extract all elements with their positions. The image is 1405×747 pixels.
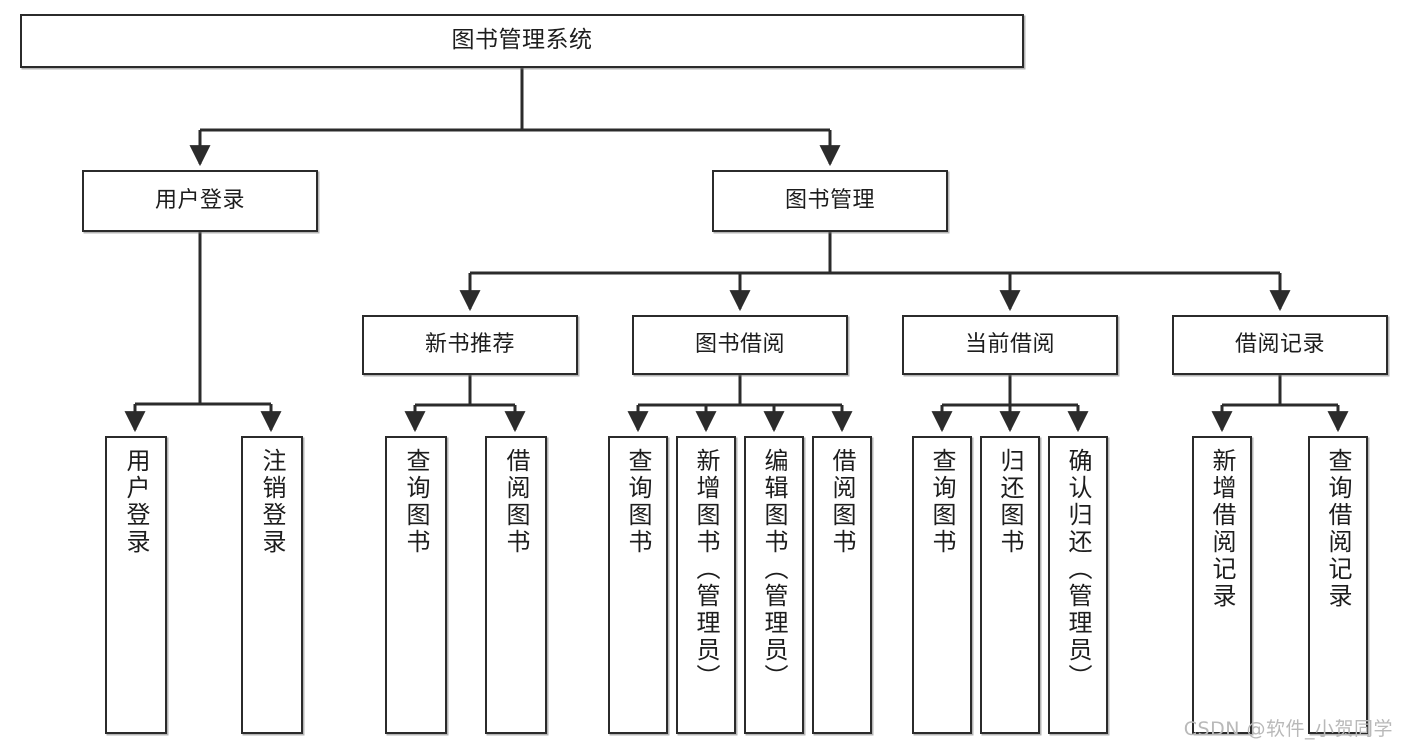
- leaf-borrow-book-1[interactable]: 借阅图书: [485, 436, 547, 734]
- leaf-logout-label: 注销登录: [258, 448, 286, 556]
- node-book-borrow[interactable]: 图书借阅: [632, 315, 848, 375]
- node-book-borrow-label: 图书借阅: [694, 332, 785, 358]
- leaf-confirm-return[interactable]: 确认归还（管理员）: [1048, 436, 1108, 734]
- leaf-add-record-label: 新增借阅记录: [1208, 448, 1236, 610]
- leaf-edit-book[interactable]: 编辑图书（管理员）: [744, 436, 804, 734]
- leaf-edit-book-label: 编辑图书（管理员）: [760, 448, 788, 691]
- leaf-borrow-book-2-label: 借阅图书: [828, 448, 856, 556]
- leaf-user-login[interactable]: 用户登录: [105, 436, 167, 734]
- node-new-book-recommend-label: 新书推荐: [424, 332, 515, 358]
- leaf-query-book-3[interactable]: 查询图书: [912, 436, 972, 734]
- leaf-return-book[interactable]: 归还图书: [980, 436, 1040, 734]
- leaf-query-book-1-label: 查询图书: [402, 448, 430, 556]
- leaf-borrow-book-1-label: 借阅图书: [502, 448, 530, 556]
- node-borrow-record-label: 借阅记录: [1234, 332, 1325, 358]
- node-user-login-label: 用户登录: [154, 188, 245, 214]
- leaf-add-record[interactable]: 新增借阅记录: [1192, 436, 1252, 734]
- node-current-borrow-label: 当前借阅: [964, 332, 1055, 358]
- leaf-query-book-2-label: 查询图书: [624, 448, 652, 556]
- leaf-query-record-label: 查询借阅记录: [1324, 448, 1352, 610]
- leaf-query-record[interactable]: 查询借阅记录: [1308, 436, 1368, 734]
- leaf-logout[interactable]: 注销登录: [241, 436, 303, 734]
- node-user-login[interactable]: 用户登录: [82, 170, 318, 232]
- node-book-manage[interactable]: 图书管理: [712, 170, 948, 232]
- leaf-borrow-book-2[interactable]: 借阅图书: [812, 436, 872, 734]
- node-new-book-recommend[interactable]: 新书推荐: [362, 315, 578, 375]
- node-book-manage-label: 图书管理: [784, 188, 875, 214]
- node-current-borrow[interactable]: 当前借阅: [902, 315, 1118, 375]
- leaf-query-book-1[interactable]: 查询图书: [385, 436, 447, 734]
- leaf-query-book-3-label: 查询图书: [928, 448, 956, 556]
- leaf-add-book[interactable]: 新增图书（管理员）: [676, 436, 736, 734]
- node-root[interactable]: 图书管理系统: [20, 14, 1024, 68]
- leaf-query-book-2[interactable]: 查询图书: [608, 436, 668, 734]
- leaf-return-book-label: 归还图书: [996, 448, 1024, 556]
- leaf-confirm-return-label: 确认归还（管理员）: [1064, 448, 1092, 691]
- node-root-label: 图书管理系统: [451, 27, 593, 54]
- node-borrow-record[interactable]: 借阅记录: [1172, 315, 1388, 375]
- leaf-add-book-label: 新增图书（管理员）: [692, 448, 720, 691]
- leaf-user-login-label: 用户登录: [122, 448, 150, 556]
